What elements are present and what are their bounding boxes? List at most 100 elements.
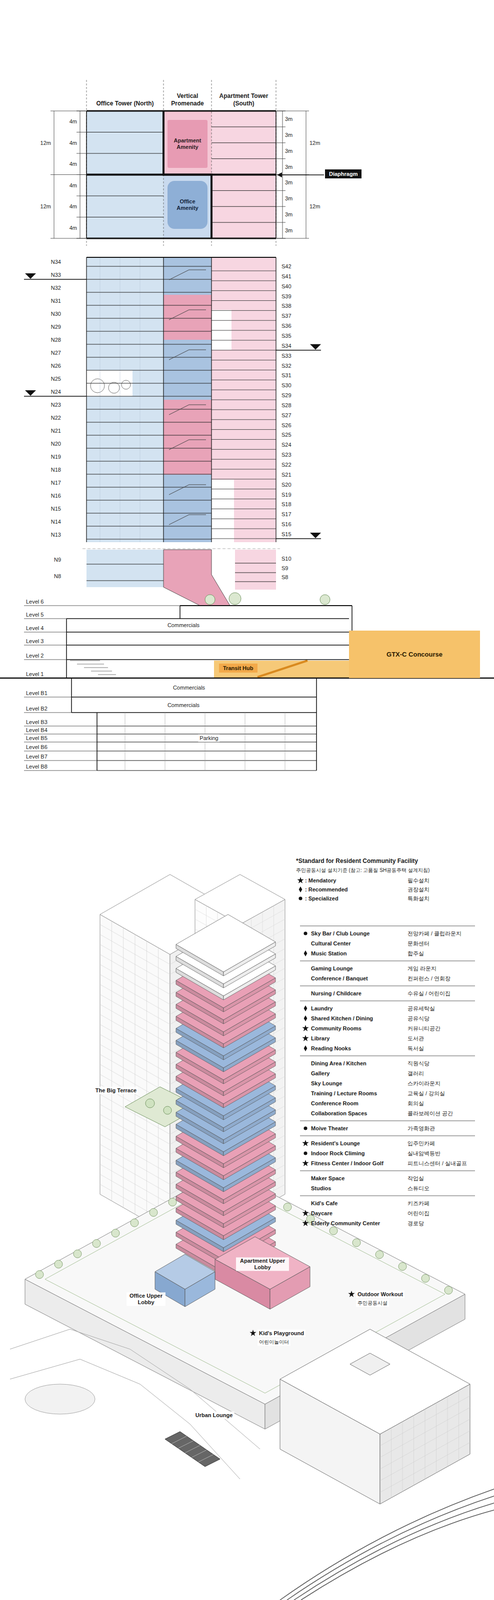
floor-line (86, 448, 212, 449)
dimension-tick (276, 126, 286, 127)
facility-korean: 작업실 (407, 1176, 424, 1182)
wall-line (316, 678, 317, 771)
floor-label: N23 (51, 402, 61, 409)
level-label: Level B2 (26, 706, 48, 713)
floor-line (86, 217, 164, 218)
facility-symbol (303, 1127, 307, 1131)
level-line (24, 761, 97, 762)
facility-korean: 스튜디오 (407, 1186, 430, 1192)
facility-symbol (302, 1160, 309, 1167)
wall-line (71, 678, 72, 713)
mullion (140, 257, 141, 543)
facility-name: Elderly Community Center (311, 1221, 380, 1228)
dimension-label: 4m (69, 161, 77, 168)
roof-line (86, 257, 276, 258)
escalator-step (191, 1451, 207, 1459)
level-label: Level 4 (26, 625, 44, 632)
tree (205, 595, 215, 605)
slab-line (86, 238, 276, 240)
facility-symbol (304, 1006, 308, 1012)
wall-line (351, 606, 353, 631)
dimension-label: 4m (69, 182, 77, 189)
level-label: Level B4 (26, 727, 48, 734)
level-label: Level B3 (26, 719, 48, 726)
floor-label: N21 (51, 428, 61, 435)
facility-korean: 콜라보레이션 공간 (407, 1111, 453, 1117)
slab-line (97, 771, 317, 772)
promenade-fill (163, 295, 212, 340)
tree (35, 1271, 44, 1280)
plaza-pool (25, 1385, 95, 1415)
facility-korean: 공유식당 (407, 1016, 430, 1022)
zone-label: Parking (198, 735, 220, 743)
zone-label: Commercials (166, 622, 201, 630)
plaza-curve (10, 1330, 260, 1450)
wall-line (96, 713, 98, 771)
floor-label: N30 (51, 311, 61, 318)
facility-name: Sky Lounge (311, 1081, 342, 1088)
callout-symbol (348, 1291, 355, 1298)
level-label: Level B1 (26, 690, 48, 697)
floor-line (86, 500, 212, 501)
stair (169, 440, 206, 450)
dimension-label: 3m (285, 227, 293, 234)
floor-label: N27 (51, 350, 61, 357)
floor-line (211, 310, 276, 311)
callout-label: Office Upper Lobby (126, 1293, 166, 1307)
apartment-tower-fill (211, 257, 276, 543)
facility-name: Kid's Cafe (311, 1201, 338, 1208)
floor-label: N31 (51, 298, 61, 305)
facade-line (458, 1391, 459, 1462)
rail (287, 1497, 494, 1600)
legend-text: : Recommended (305, 887, 348, 894)
tree (54, 1261, 63, 1269)
legend-symbol (297, 877, 304, 884)
floor-line (86, 292, 212, 293)
floor-label: S30 (281, 382, 292, 389)
tree (92, 1240, 101, 1249)
slab-line (97, 726, 317, 727)
floor-label: N15 (51, 506, 61, 513)
floor-line (86, 132, 164, 133)
refuge-floor-line (276, 538, 321, 540)
floor-line (86, 331, 212, 332)
slab-line (97, 751, 317, 752)
escalator (165, 1432, 220, 1468)
dimension-label: 12m (309, 139, 320, 146)
slab-line (66, 618, 349, 619)
stepped-seating (77, 664, 104, 665)
facade-line (123, 928, 124, 1209)
wall-line (86, 257, 87, 543)
void (211, 310, 232, 350)
legend-symbol (298, 897, 302, 901)
facade-line (135, 935, 136, 1215)
facility-korean: 컨퍼런스 / 연회장 (407, 976, 451, 982)
tree (283, 1204, 292, 1212)
dimension-label: 12m (40, 139, 51, 146)
stair (169, 310, 206, 320)
floor-line (211, 538, 276, 539)
level-line (24, 726, 97, 727)
floor-line (86, 370, 212, 371)
facility-korean: 합주실 (407, 951, 424, 957)
tree (421, 1275, 430, 1283)
tree (168, 1199, 177, 1207)
floor-line (211, 459, 276, 460)
tree (375, 1251, 384, 1260)
facility-korean: 회의실 (407, 1101, 424, 1107)
level-line (24, 742, 97, 743)
floor-line (86, 344, 212, 345)
floor-label: S34 (281, 342, 292, 349)
floor-line (86, 396, 212, 397)
slab-line (66, 645, 349, 646)
legend-korean: 권장설치 (407, 887, 430, 893)
zone-box: Office Amenity (167, 181, 208, 229)
floor-label: N34 (51, 259, 61, 266)
facility-symbol (302, 1210, 309, 1217)
facility-korean: 전망카페 / 클럽라운지 (407, 931, 462, 937)
floor-line (86, 422, 212, 423)
promenade-fill (163, 475, 212, 543)
wall-line (86, 111, 87, 239)
tree (320, 595, 330, 605)
